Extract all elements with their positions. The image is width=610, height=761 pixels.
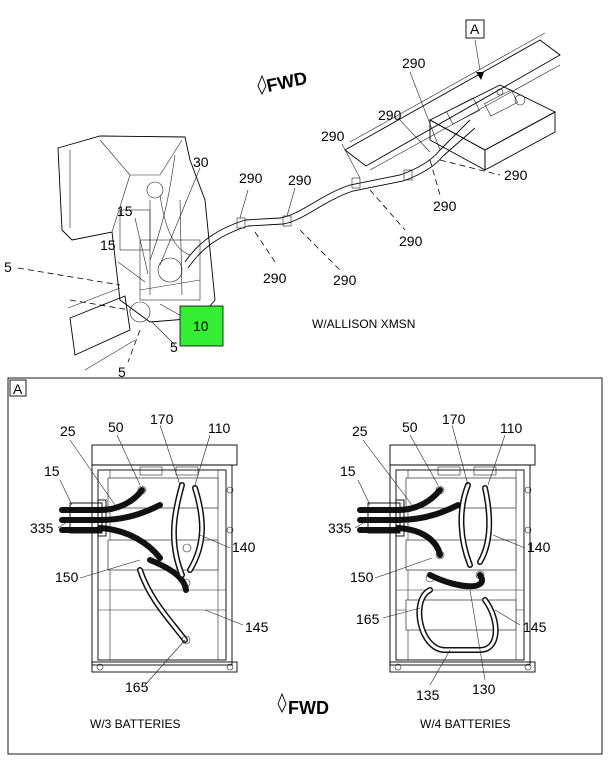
callout-290: 290	[263, 270, 287, 286]
callout-50: 50	[108, 419, 124, 435]
callout-140: 140	[527, 539, 551, 555]
callout-290: 290	[239, 170, 263, 186]
callout-335: 335	[30, 520, 54, 536]
battery-box-top	[429, 84, 556, 171]
callout-15: 15	[340, 463, 356, 479]
callout-50: 50	[402, 419, 418, 435]
fwd-label: FWD	[265, 68, 309, 96]
callout-25: 25	[60, 423, 76, 439]
fwd-arrow-icon	[277, 692, 287, 714]
callout-290: 290	[402, 55, 426, 71]
leader-lines-detail	[57, 424, 526, 686]
detail-view-a-box	[9, 379, 27, 397]
view-a-box	[465, 19, 485, 39]
view-label-a: A	[470, 21, 480, 37]
callout-290: 290	[399, 233, 423, 249]
detail-frame	[7, 377, 603, 755]
detail-fwd-label: FWD	[288, 698, 329, 718]
battery-tray-3	[91, 444, 238, 673]
cables-4-batteries	[357, 482, 499, 653]
callout-5: 5	[4, 259, 12, 275]
callout-150: 150	[350, 569, 374, 585]
battery-tray-4	[389, 444, 536, 673]
callout-165: 165	[125, 679, 149, 695]
callout-290: 290	[333, 272, 357, 288]
callout-15: 15	[117, 203, 133, 219]
callout-165: 165	[356, 611, 380, 627]
caption-3-batteries: W/3 BATTERIES	[90, 717, 180, 731]
callout-110: 110	[208, 420, 231, 436]
callout-25: 25	[352, 423, 368, 439]
callout-15: 15	[100, 237, 116, 253]
callout-130: 130	[472, 681, 496, 697]
caption-4-batteries: W/4 BATTERIES	[420, 717, 510, 731]
callout-290: 290	[378, 107, 402, 123]
callout-290: 290	[288, 172, 312, 188]
callout-145: 145	[245, 619, 269, 635]
fwd-arrow-icon	[257, 74, 267, 96]
callout-290: 290	[433, 198, 457, 214]
leader-lines-top	[17, 39, 501, 363]
callout-5: 5	[118, 364, 126, 380]
frame-rail-right	[344, 32, 561, 171]
callout-30: 30	[193, 154, 209, 170]
callout-170: 170	[442, 411, 466, 427]
callout-170: 170	[150, 411, 174, 427]
callout-110: 110	[500, 420, 523, 436]
callout-335: 335	[328, 520, 352, 536]
callout-15: 15	[44, 463, 60, 479]
cables-3-batteries	[59, 482, 205, 645]
callout-10[interactable]: 10	[193, 318, 209, 334]
engine-transmission	[57, 135, 216, 323]
callout-140: 140	[232, 539, 256, 555]
callout-290: 290	[321, 128, 345, 144]
callout-145: 145	[523, 619, 547, 635]
caption-allison: W/ALLISON XMSN	[312, 317, 415, 331]
callout-135: 135	[416, 687, 440, 703]
frame-rail-left	[67, 287, 136, 371]
callout-290: 290	[504, 167, 528, 183]
callout-5: 5	[170, 339, 178, 355]
detail-view-label: A	[13, 381, 23, 397]
callout-150: 150	[55, 569, 79, 585]
highlight-callout-10[interactable]	[179, 305, 224, 347]
